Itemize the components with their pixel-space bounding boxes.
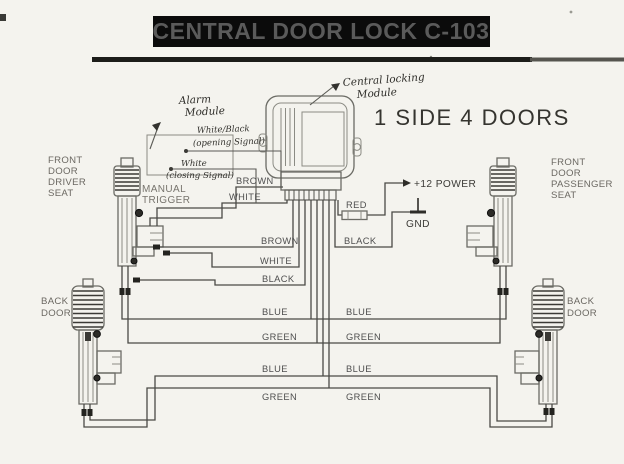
label-manual-trigger-line2: TRIGGER xyxy=(142,195,190,206)
arrow-up-right-icon xyxy=(152,122,161,131)
wire-red-power xyxy=(337,182,404,216)
wire-green-back xyxy=(83,387,553,428)
label-blue1-right: BLUE xyxy=(346,307,372,317)
opening-signal-line1: White/Black xyxy=(197,124,250,136)
label-back-right: BACK DOOR xyxy=(567,296,597,319)
actuator-back-right xyxy=(514,278,565,405)
back-right-line2: DOOR xyxy=(567,308,597,319)
wire-black-ground xyxy=(334,200,411,248)
annotation-opening-signal: White/Black (opening Signal) xyxy=(193,124,265,149)
module-terminal-strip xyxy=(284,189,337,201)
label-blue2-right: BLUE xyxy=(346,364,372,374)
label-front-passenger: FRONT DOOR PASSENGER SEAT xyxy=(551,157,613,201)
opening-signal-line2: (opening Signal) xyxy=(193,135,265,149)
label-front-driver: FRONT DOOR DRIVER SEAT xyxy=(48,155,86,199)
closing-signal-line1: White xyxy=(181,159,207,169)
front-passenger-line1: FRONT xyxy=(551,157,586,168)
label-white-module: WHITE xyxy=(229,192,261,202)
page-title: CENTRAL DOOR LOCK C-103 xyxy=(153,18,490,44)
back-right-line1: BACK xyxy=(567,296,595,307)
front-passenger-line3: PASSENGER xyxy=(551,179,613,190)
wire-white-switch xyxy=(163,200,300,268)
wire-brown-module xyxy=(156,186,283,226)
label-green1-left: GREEN xyxy=(262,332,297,342)
central-module-note-line1: Central locking xyxy=(342,71,425,89)
fuse xyxy=(341,210,368,221)
wire-green-front xyxy=(127,266,501,344)
label-plus12-power: +12 POWER xyxy=(414,179,476,190)
front-driver-line2: DOOR xyxy=(48,166,78,177)
annotation-alarm-module: Alarm Module xyxy=(149,93,226,150)
wire-opening-signal xyxy=(186,150,282,187)
label-black-switch: BLACK xyxy=(262,274,295,284)
label-blue1-left: BLUE xyxy=(262,307,288,317)
central-locking-module xyxy=(258,95,362,201)
label-green1-right: GREEN xyxy=(346,332,381,342)
wire-closing-signal xyxy=(171,168,257,203)
label-gnd: GND xyxy=(406,219,430,230)
arrow-right-icon xyxy=(403,179,411,187)
wiring xyxy=(81,149,555,428)
label-back-left: BACK DOOR xyxy=(41,296,71,319)
label-red: RED xyxy=(346,200,367,210)
wire-ferrules xyxy=(81,244,555,416)
front-passenger-line2: DOOR xyxy=(551,168,581,179)
mount-hole-icon xyxy=(353,143,361,151)
alarm-note-line2: Module xyxy=(184,105,226,119)
back-left-line1: BACK xyxy=(41,296,69,307)
label-white-switch: WHITE xyxy=(260,256,292,266)
wire-brown-switch xyxy=(153,200,294,248)
label-black-ground: BLACK xyxy=(344,236,377,246)
central-module-note-line2: Module xyxy=(355,86,397,101)
wire-white-module xyxy=(149,200,288,226)
label-blue2-left: BLUE xyxy=(262,364,288,374)
divider-rule xyxy=(92,57,532,62)
arrow-up-right-icon xyxy=(331,83,340,91)
annotation-central-module: Central locking Module xyxy=(309,71,425,106)
terminal-dot-icon xyxy=(169,167,173,171)
back-left-line2: DOOR xyxy=(41,308,71,319)
label-green2-right: GREEN xyxy=(346,392,381,402)
alarm-note-line1: Alarm xyxy=(178,93,212,107)
closing-signal-line2: (closing Signal) xyxy=(166,170,234,181)
wire-blue-back xyxy=(89,375,547,422)
front-driver-line4: SEAT xyxy=(48,188,74,199)
annotation-closing-signal: White (closing Signal) xyxy=(166,159,234,181)
actuator-front-driver xyxy=(113,157,164,267)
actuator-front-passenger xyxy=(466,157,517,267)
alarm-module-box xyxy=(146,134,234,176)
terminal-dot-icon xyxy=(184,149,188,153)
label-brown-module: BROWN xyxy=(236,176,274,186)
mount-hole-icon xyxy=(259,139,267,147)
label-manual-trigger-line1: MANUAL xyxy=(142,184,186,195)
module-face xyxy=(301,111,345,167)
label-brown-switch: BROWN xyxy=(261,236,299,246)
wire-blue-front xyxy=(121,266,507,320)
divider-rule-tail xyxy=(530,57,624,62)
title-bar xyxy=(153,16,490,47)
front-driver-line3: DRIVER xyxy=(48,177,86,188)
ground-icon xyxy=(410,198,426,214)
scan-artifact xyxy=(0,14,6,21)
front-passenger-line4: SEAT xyxy=(551,190,577,201)
label-green2-left: GREEN xyxy=(262,392,297,402)
front-driver-line1: FRONT xyxy=(48,155,83,166)
scan-speck xyxy=(569,10,573,14)
subtitle: 1 SIDE 4 DOORS xyxy=(374,105,570,130)
wire-black-switch xyxy=(133,200,306,286)
actuator-back-left xyxy=(71,278,122,405)
module-connector xyxy=(280,171,342,191)
